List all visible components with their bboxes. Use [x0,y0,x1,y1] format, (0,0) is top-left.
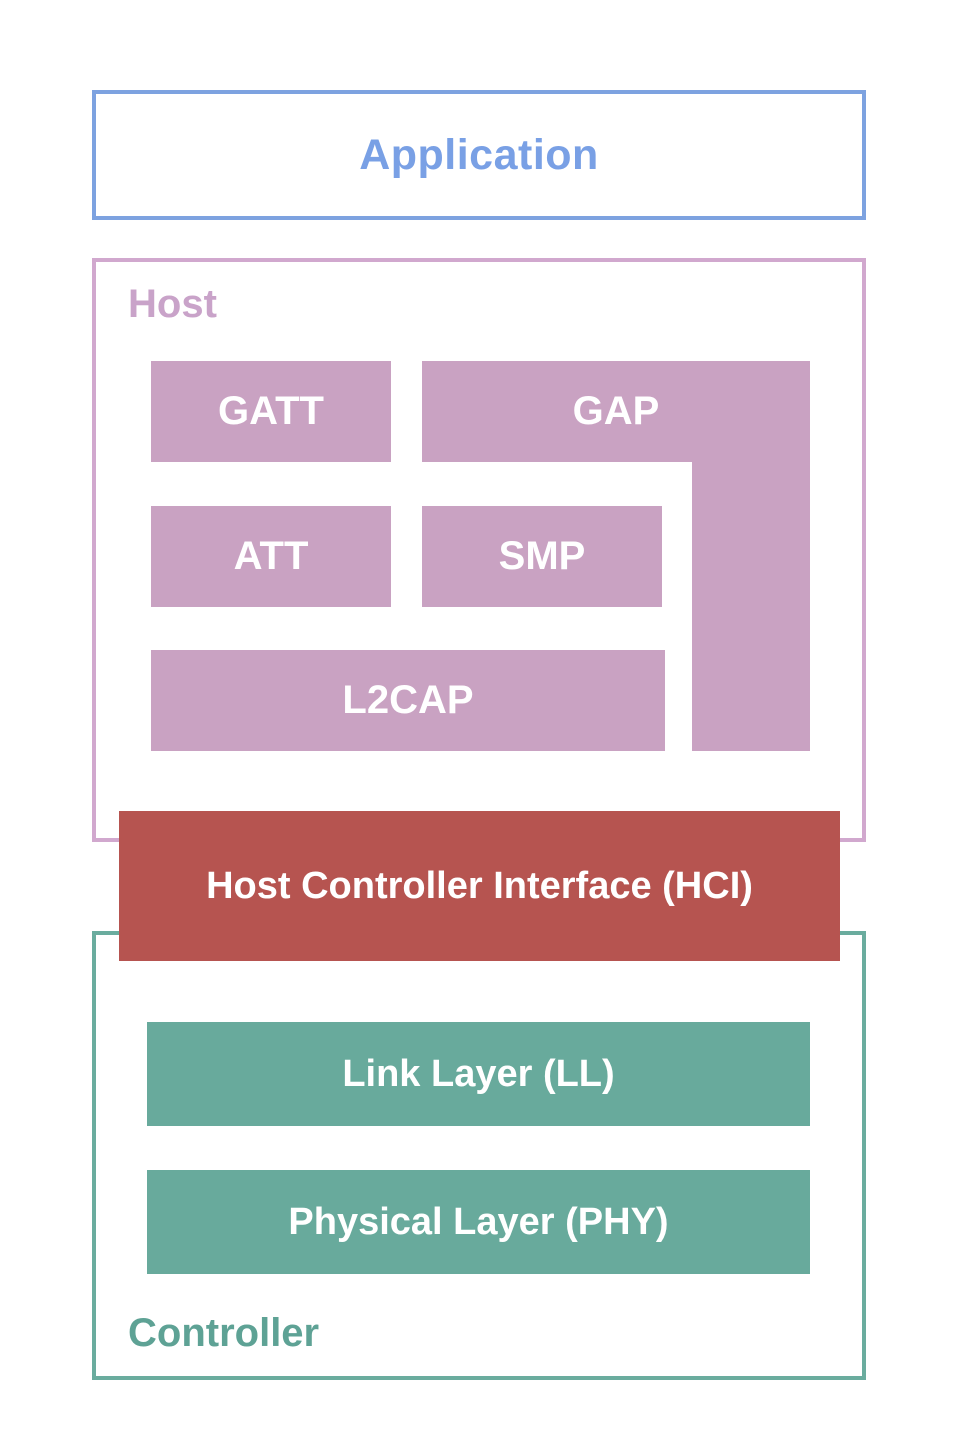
gap-label: GAP [572,389,660,433]
gap-block: GAP [422,361,810,462]
att-block: ATT [151,506,391,607]
hci-label: Host Controller Interface (HCI) [206,864,753,907]
gatt-block: GATT [151,361,391,462]
controller-label: Controller [128,1311,320,1355]
smp-block: SMP [422,506,662,607]
host-box: Host GATT GAP ATT SMP L2CAP [92,258,866,842]
physical-layer-block: Physical Layer (PHY) [147,1170,810,1274]
hci-bar: Host Controller Interface (HCI) [119,811,840,961]
application-label: Application [359,130,599,179]
l2cap-block: L2CAP [151,650,665,751]
link-layer-block: Link Layer (LL) [147,1022,810,1126]
physical-layer-label: Physical Layer (PHY) [288,1200,669,1243]
smp-label: SMP [498,534,586,578]
application-box: Application [92,90,866,220]
host-label: Host [128,282,217,326]
gatt-label: GATT [218,389,324,433]
controller-box: Link Layer (LL) Physical Layer (PHY) Con… [92,931,866,1380]
l2cap-label: L2CAP [342,678,474,722]
link-layer-label: Link Layer (LL) [342,1052,615,1095]
att-label: ATT [233,534,309,578]
